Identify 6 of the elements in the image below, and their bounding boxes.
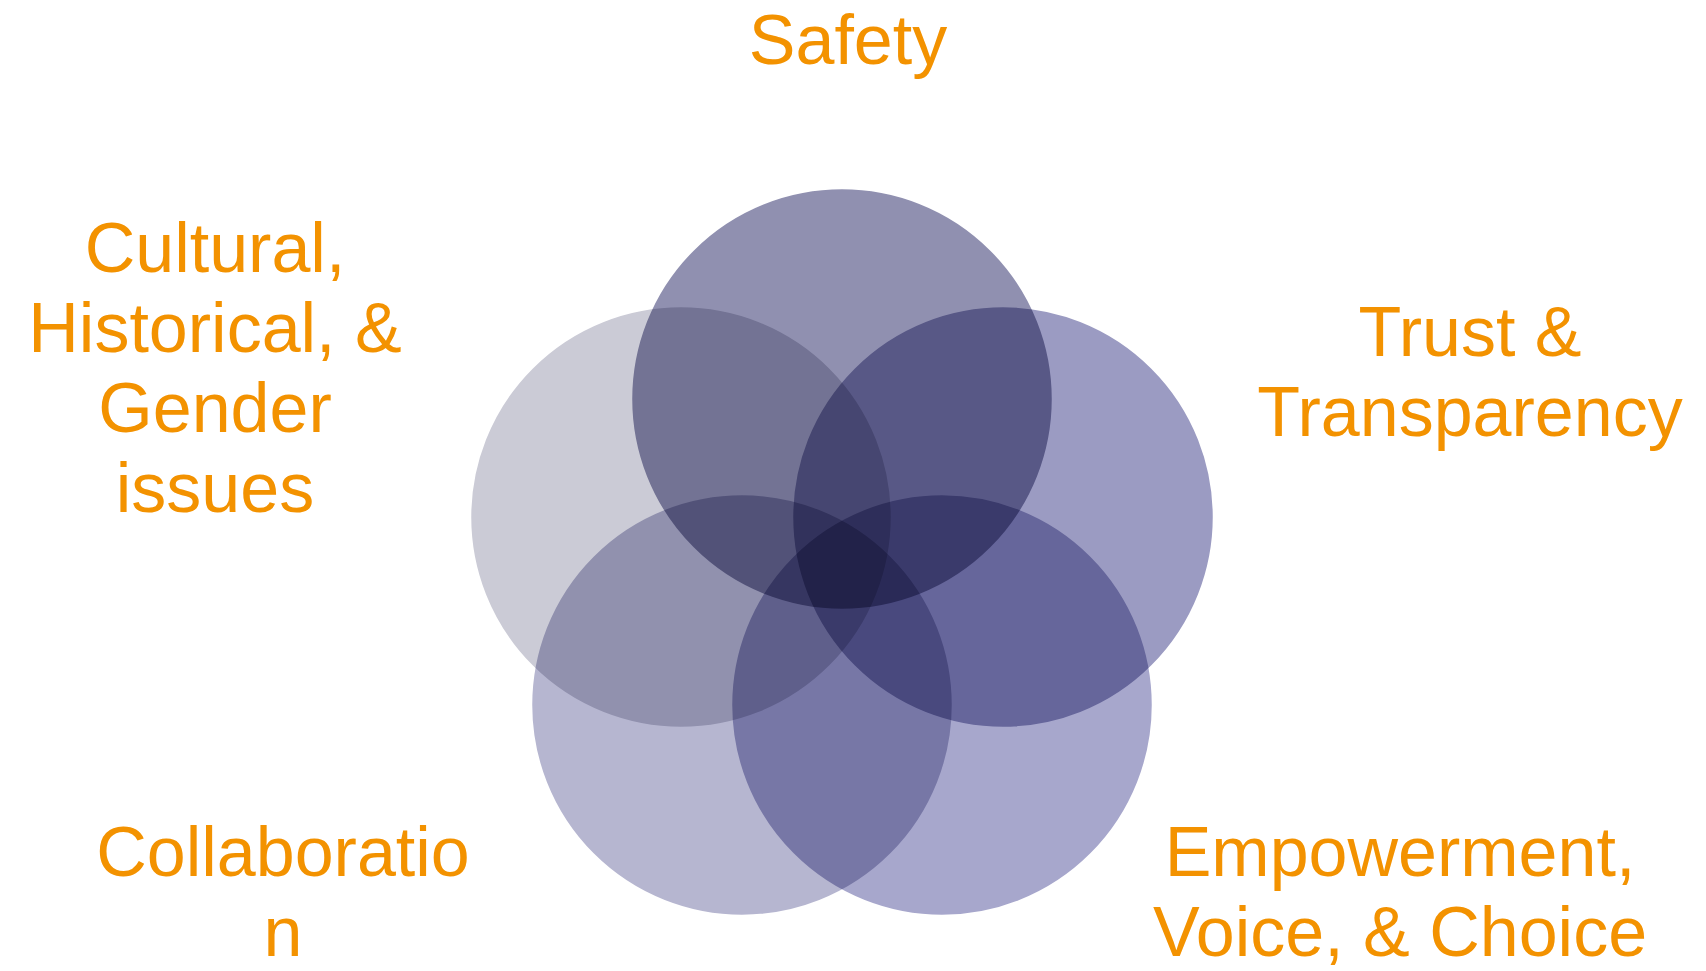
venn-circle xyxy=(468,304,894,730)
circle-label: Trust & Transparency xyxy=(1256,292,1684,452)
circle-label: Cultural, Historical, & Gender issues xyxy=(27,208,403,528)
circle-label: Collaboratio n xyxy=(95,812,471,971)
circle-label: Safety xyxy=(747,0,949,80)
circle-label: Empowerment, Voice, & Choice xyxy=(1151,812,1649,971)
